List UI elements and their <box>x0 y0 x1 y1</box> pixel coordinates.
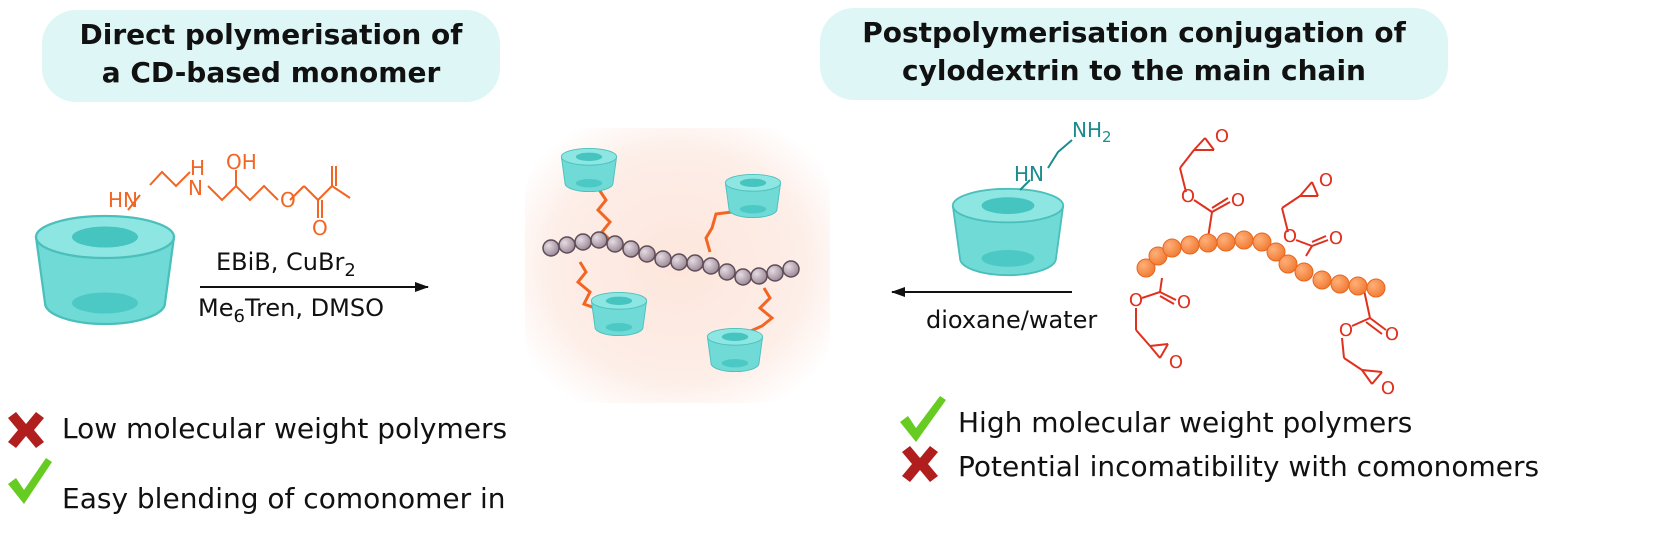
oxygen-label: O <box>1381 378 1395 399</box>
cd-monomer <box>34 166 351 326</box>
epoxide-polymer: O O O O O O O O O O O O <box>1129 126 1399 399</box>
carbonyl-o-label: O <box>312 216 328 240</box>
oxygen-label: O <box>1177 292 1191 313</box>
reagents-line1: EBiB, CuBr2 <box>216 248 356 281</box>
title-left: Direct polymerisation of a CD-based mono… <box>42 10 500 102</box>
reagents-line2-sub: 6 <box>233 305 245 327</box>
cross-icon <box>902 446 938 482</box>
title-left-line1: Direct polymerisation of <box>79 18 463 51</box>
oh-label: OH <box>226 150 257 174</box>
con-incompatibility: Potential incomatibility with comonomers <box>958 450 1540 483</box>
oxygen-label: O <box>1319 170 1333 191</box>
title-right: Postpolymerisation conjugation of cylode… <box>820 8 1448 100</box>
oxygen-label: O <box>1283 226 1297 247</box>
title-right-line1: Postpolymerisation conjugation of <box>862 16 1406 49</box>
oxygen-label: O <box>1181 186 1195 207</box>
reagents-line2-a: Me <box>198 294 234 322</box>
title-left-line2: a CD-based monomer <box>101 56 441 89</box>
con-low-mw: Low molecular weight polymers <box>62 412 508 445</box>
nh-label: NH <box>1072 118 1102 142</box>
polymer-product <box>525 128 830 403</box>
oxygen-label: O <box>1169 352 1183 373</box>
oxygen-label: O <box>1329 228 1343 249</box>
oxygen-label: O <box>1231 190 1245 211</box>
cyclodextrin-cup-icon <box>34 214 176 326</box>
reagents-line2: Me6Tren, DMSO <box>198 294 384 327</box>
nh2-label: NH2 <box>1072 118 1112 146</box>
pro-high-mw: High molecular weight polymers <box>958 406 1413 439</box>
check-icon <box>8 458 52 504</box>
hn-amine-label: HN <box>1014 162 1044 186</box>
cross-icon <box>8 412 44 448</box>
title-right-line2: cylodextrin to the main chain <box>902 54 1366 87</box>
cyclodextrin-cup-icon <box>951 187 1065 277</box>
reagents-line1-sub: 2 <box>344 259 356 281</box>
oxygen-label: O <box>1385 324 1399 345</box>
hn-label: HN <box>108 188 138 212</box>
oxygen-label: O <box>1129 290 1143 311</box>
oxygen-label: O <box>1215 126 1229 147</box>
n-label: N <box>188 176 203 200</box>
oxygen-label: O <box>1339 320 1353 341</box>
reagents-line2-b: Tren, DMSO <box>244 294 384 322</box>
reagents-line1-text: EBiB, CuBr <box>216 248 345 276</box>
ester-o-label: O <box>280 188 296 212</box>
solvent-label: dioxane/water <box>926 306 1098 334</box>
pro-easy-blending: Easy blending of comonomer in <box>62 482 506 515</box>
check-icon <box>900 396 946 442</box>
h-label: H <box>190 156 206 180</box>
nh-sub: 2 <box>1102 128 1112 146</box>
amine-cd <box>951 139 1073 277</box>
